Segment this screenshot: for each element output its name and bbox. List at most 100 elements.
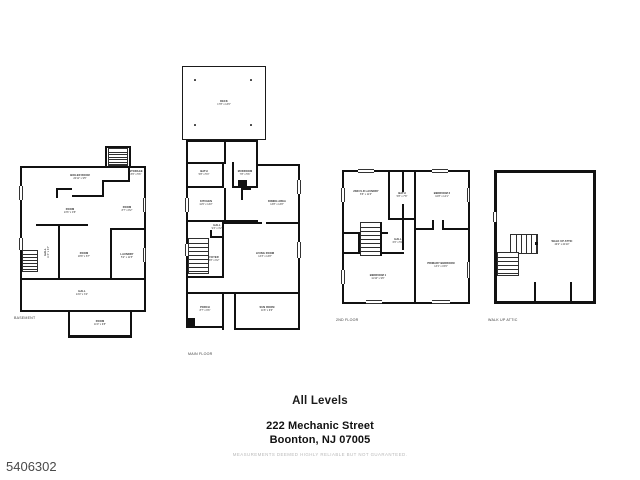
wall-segment <box>110 228 113 280</box>
room-name: ROOM <box>122 206 132 210</box>
wall-segment <box>298 164 301 294</box>
room-name: STORAGE <box>129 170 143 174</box>
wall-segment <box>266 222 300 225</box>
wall-segment <box>402 204 405 250</box>
wall-segment <box>105 146 131 149</box>
room-dimension: 11'4" x 3'4" <box>47 246 51 258</box>
wall-segment <box>402 218 416 221</box>
wall-segment <box>342 170 470 173</box>
wall-segment <box>102 180 130 183</box>
room-dimension: 7'8" x 5'6" <box>239 173 251 177</box>
window <box>19 238 23 250</box>
room-dimension: 5'8" x 5'3" <box>198 173 210 177</box>
wall-segment <box>256 166 259 188</box>
wall-segment <box>186 140 226 143</box>
wall-segment <box>494 170 497 304</box>
deck-post <box>194 124 196 126</box>
wall-segment <box>442 220 445 230</box>
room-name: DECK <box>220 100 228 104</box>
room-label: BEDROOM 1 11'10" x 9'6" <box>370 274 386 281</box>
room-dimension: 14'0" x 3'4" <box>75 293 89 297</box>
room-dimension: 5'8" x 7'8" <box>396 195 408 199</box>
room-label: ROOM 8'7" x 8'2" <box>122 206 133 213</box>
room-name: LIVING ROOM <box>255 252 275 256</box>
window <box>297 180 301 194</box>
wall-segment <box>56 188 72 191</box>
wall-segment <box>534 282 537 302</box>
room-label: ROOM 13'6" x 9'6" <box>63 208 77 215</box>
floor-plan-walk-up-attic: WALK UP ATTIC 20'2" x 24'10" WALK UP ATT… <box>488 166 618 336</box>
wall-segment <box>432 220 435 230</box>
wall-segment <box>344 252 360 255</box>
wall-segment <box>570 282 573 302</box>
window <box>341 188 345 202</box>
wall-segment <box>68 335 132 338</box>
wall-segment <box>68 309 71 338</box>
caption-block: All Levels 222 Mechanic Street Boonton, … <box>0 395 640 457</box>
wall-segment <box>130 309 133 338</box>
wall-segment <box>186 186 224 189</box>
wall-segment <box>402 172 405 192</box>
wall-segment <box>467 170 470 304</box>
room-name: DINING AREA <box>268 200 286 204</box>
room-dimension: 17'8" x 13'6" <box>217 103 231 107</box>
wall-segment <box>494 301 596 304</box>
window <box>466 188 471 202</box>
wall-segment <box>58 224 88 227</box>
wall-segment <box>414 228 434 231</box>
room-name: HALL <box>44 248 48 256</box>
room-dimension: 11'9" x 13'2" <box>199 203 213 207</box>
stairs-main-floor <box>188 238 210 274</box>
room-label: PRIMARY BEDROOM 13'1" x 15'6" <box>427 262 454 269</box>
watermark-id: 5406302 <box>6 459 57 474</box>
room-name: SUN ROOM <box>259 306 275 310</box>
wall-segment <box>224 140 227 162</box>
room-dimension: 13'6" x 9'6" <box>63 211 77 215</box>
wall-segment <box>380 222 383 256</box>
room-name: LAUNDRY <box>120 253 134 257</box>
room-label: HALL 14'0" x 3'4" <box>75 290 89 297</box>
deck-post <box>250 79 252 81</box>
wall-segment <box>182 66 266 68</box>
room-name: HALL <box>78 290 86 294</box>
room-name: 2ND FLR LAUNDRY <box>353 190 379 194</box>
wall-segment <box>182 138 266 140</box>
wall-segment <box>58 278 110 281</box>
stairs-basement <box>22 250 39 272</box>
room-label: BEDROOM 2 10'8" x 14'1" <box>433 192 451 199</box>
wall-segment <box>20 309 146 312</box>
wall-segment <box>342 170 345 304</box>
wall-segment <box>222 222 262 225</box>
wall-segment <box>56 188 59 198</box>
room-dimension: 20'11" x 9'5" <box>73 177 87 181</box>
room-dimension: 11'10" x 9'6" <box>371 277 385 281</box>
window <box>432 300 450 304</box>
page-title: All Levels <box>292 395 348 407</box>
room-dimension: 8'6" x 11'6" <box>360 193 372 197</box>
wall-segment <box>388 172 391 220</box>
window <box>185 198 189 212</box>
wall-segment <box>210 236 224 239</box>
floor-caption-second-floor: 2ND FLOOR <box>336 318 359 322</box>
room-label: SUN ROOM 11'6" x 9'6" <box>259 306 275 313</box>
wall-segment <box>241 188 251 191</box>
room-dimension: 8'7" x 9'6" <box>199 309 211 313</box>
wall-segment <box>256 140 259 166</box>
wall-segment <box>129 146 132 167</box>
window <box>358 169 374 173</box>
room-label: DECK 17'8" x 13'6" <box>217 100 231 107</box>
room-dimension: 13'1" x 15'6" <box>434 265 448 269</box>
wall-segment <box>442 228 468 231</box>
window <box>142 248 147 262</box>
room-name: BEDROOM 2 <box>433 192 451 196</box>
wall-segment <box>414 218 417 230</box>
room-name: WALK UP ATTIC <box>551 240 573 244</box>
wall-segment <box>58 224 61 280</box>
address-street: 222 Mechanic Street <box>266 420 374 432</box>
wall-segment <box>36 224 60 227</box>
floor-caption-walk-up-attic: WALK UP ATTIC <box>488 318 518 322</box>
room-label: KITCHEN 11'9" x 13'2" <box>199 200 213 207</box>
room-name: FOYER <box>209 256 219 260</box>
deck-post <box>194 79 196 81</box>
room-label: FOYER 8'8" x 9'2" <box>209 256 220 263</box>
